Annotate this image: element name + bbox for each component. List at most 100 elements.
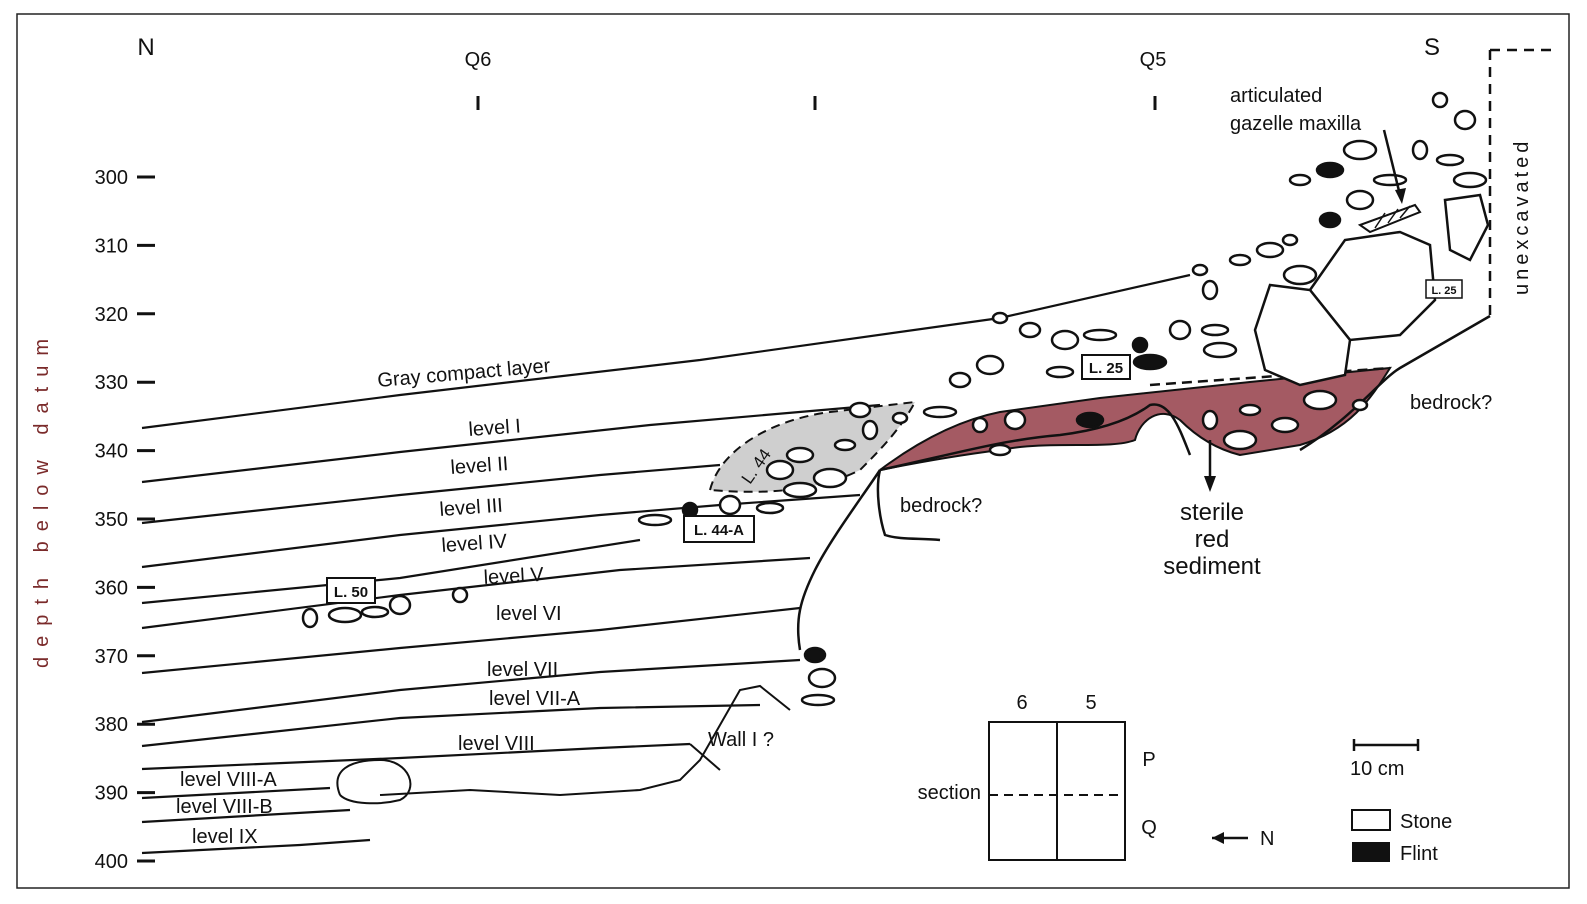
depth-tick-label: 330 (95, 372, 128, 394)
frame (16, 13, 1570, 889)
level-boundary-line (141, 463, 721, 525)
flint-piece (1131, 336, 1149, 354)
stone (1045, 365, 1075, 379)
depth-tick-label: 360 (95, 577, 128, 599)
large-stone (1443, 193, 1490, 262)
flint-piece (1315, 161, 1345, 179)
level-boundary-line (141, 606, 801, 675)
level-iv: level IV (441, 530, 509, 557)
depth-tick-label: 340 (95, 441, 128, 463)
level-viii-a: level VIII-A (180, 769, 277, 791)
flint-piece (803, 646, 827, 664)
layer-gray: Gray compact layer (377, 355, 552, 392)
level-boundary-line (141, 742, 691, 771)
maxilla-text-2: gazelle maxilla (1230, 113, 1362, 135)
stone (1202, 341, 1238, 359)
stone (807, 667, 837, 689)
level-iii: level III (439, 495, 504, 521)
bedrock-label-left: bedrock? (900, 495, 982, 517)
stone (922, 405, 958, 419)
level-boundary-line (141, 658, 801, 724)
wall-label: Wall I ? (708, 729, 774, 751)
depth-tick-label: 390 (95, 783, 128, 805)
stone (1452, 171, 1488, 189)
level-i: level I (468, 415, 522, 441)
stone (1168, 319, 1192, 341)
stone (861, 419, 879, 441)
gazelle-maxilla (1357, 203, 1422, 234)
stone (848, 401, 872, 419)
stone (1431, 91, 1449, 109)
grid-label-q5: Q5 (1140, 49, 1167, 71)
inset-section-label: section (918, 782, 981, 804)
stone (451, 586, 469, 604)
stone (1200, 323, 1230, 337)
flint-piece (1075, 411, 1105, 429)
stone (782, 481, 818, 499)
stone (765, 459, 795, 481)
level-boundary-line (141, 703, 761, 748)
stone (1082, 328, 1118, 342)
inset-row-q: Q (1141, 817, 1157, 839)
level-boundary-line (141, 493, 861, 569)
stone (1255, 241, 1285, 259)
level-ix: level IX (192, 826, 258, 848)
stone (1050, 329, 1080, 351)
depth-axis-label: depth below datum (31, 329, 53, 668)
arrow-left-icon (1212, 832, 1224, 844)
stone (1201, 279, 1219, 301)
bedrock-surface (796, 314, 1491, 651)
depth-tick-label: 350 (95, 509, 128, 531)
level-viii-b: level VIII-B (176, 796, 273, 818)
stone (1345, 189, 1375, 211)
stone (1228, 253, 1252, 267)
level-vii: level VII (487, 659, 558, 681)
level-boundary-line (141, 556, 811, 630)
depth-tick-label: 370 (95, 646, 128, 668)
locus-25-label-small: L. 25 (1431, 285, 1456, 297)
stone (971, 416, 989, 434)
stone (1003, 409, 1027, 431)
level-boundary-line (141, 838, 371, 855)
legend-stone-swatch (1351, 809, 1391, 831)
level-boundary-line (141, 538, 641, 605)
stone (1372, 173, 1408, 187)
stone (991, 311, 1009, 325)
legend-stone-label: Stone (1400, 811, 1452, 833)
large-stone (1308, 230, 1437, 342)
legend-flint-label: Flint (1400, 843, 1438, 865)
inset-north-label: N (1260, 828, 1274, 850)
arrow-head-icon (1204, 476, 1216, 492)
stone (1281, 233, 1299, 247)
unexcavated-boundary (1488, 48, 1552, 316)
level-boundary-line (141, 403, 881, 484)
wall-outline (336, 684, 791, 805)
level-ii: level II (450, 453, 509, 479)
legend-flint-swatch (1352, 842, 1390, 862)
stone (833, 438, 857, 452)
stone (360, 605, 390, 619)
stone (800, 693, 836, 707)
stone (1191, 263, 1209, 277)
stone (1222, 429, 1258, 451)
locus-50-label: L. 50 (334, 584, 368, 601)
inset-row-p: P (1142, 749, 1155, 771)
depth-tick-label: 400 (95, 851, 128, 873)
stone (1435, 153, 1465, 167)
stone (327, 606, 363, 624)
stone (637, 513, 673, 527)
sediment-top-boundary (1149, 366, 1391, 387)
locus-44a-label: L. 44-A (694, 522, 744, 539)
stone (1302, 389, 1338, 411)
maxilla-arrow (1382, 129, 1402, 196)
stone (1453, 109, 1477, 131)
sterile-text-1: sterile (1180, 499, 1244, 526)
level-vi: level VI (496, 603, 562, 625)
level-boundaries (141, 273, 1191, 855)
scale-label: 10 cm (1350, 758, 1404, 780)
stone (1018, 321, 1042, 339)
location-inset: 6 5 P Q section N (918, 692, 1274, 861)
stone (812, 467, 848, 489)
